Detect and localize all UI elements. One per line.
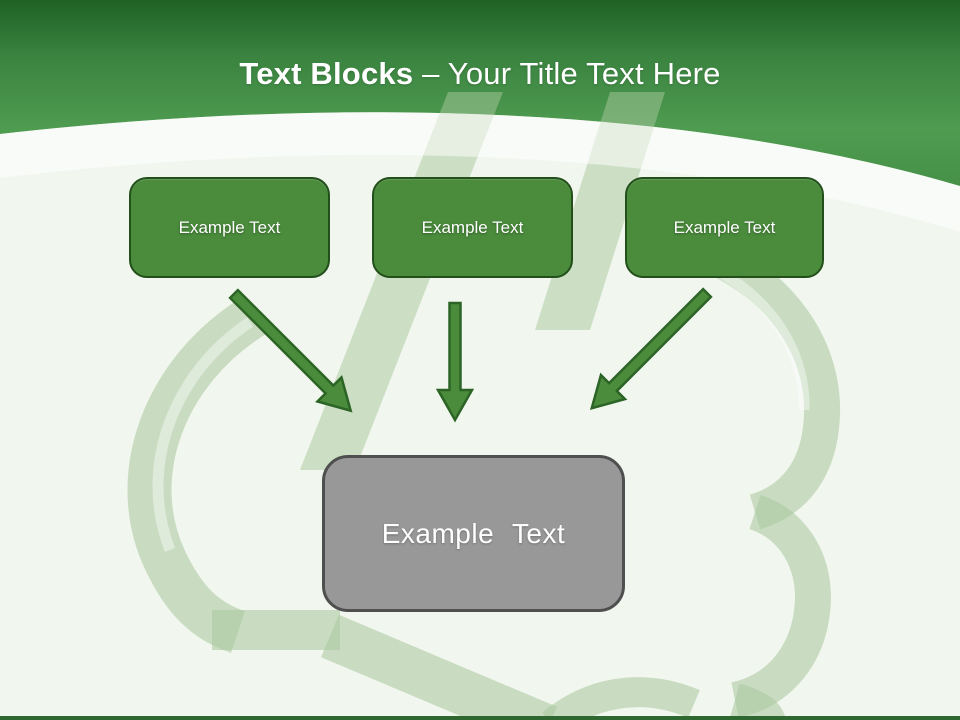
header-swoosh <box>0 112 960 232</box>
connector-arrows <box>228 287 713 423</box>
arrow-down-left-icon <box>589 287 713 411</box>
text-block-3-label: Example Text <box>673 217 776 237</box>
result-block-label: Example Text <box>381 517 566 549</box>
watermark-bottom-bump <box>542 677 700 720</box>
text-block-3: Example Text <box>625 177 824 278</box>
slide-title: Text Blocks – Your Title Text Here <box>0 54 960 94</box>
watermark-wrist-diagonal <box>321 614 557 720</box>
footer-bar <box>0 716 960 720</box>
text-block-2-label: Example Text <box>421 217 524 237</box>
text-block-1-label: Example Text <box>178 217 281 237</box>
watermark-knuckle-bump <box>730 494 831 718</box>
result-block: Example Text <box>322 455 625 612</box>
thumbs-up-watermark-icon <box>127 220 841 720</box>
slide-title-rest: – Your Title Text Here <box>422 56 721 91</box>
text-block-2: Example Text <box>372 177 573 278</box>
watermark-fist-curve <box>127 296 267 653</box>
text-block-1: Example Text <box>129 177 330 278</box>
slide-title-bold: Text Blocks <box>239 56 414 91</box>
arrow-down-right-icon <box>228 288 353 413</box>
arrow-down-icon <box>435 301 475 423</box>
